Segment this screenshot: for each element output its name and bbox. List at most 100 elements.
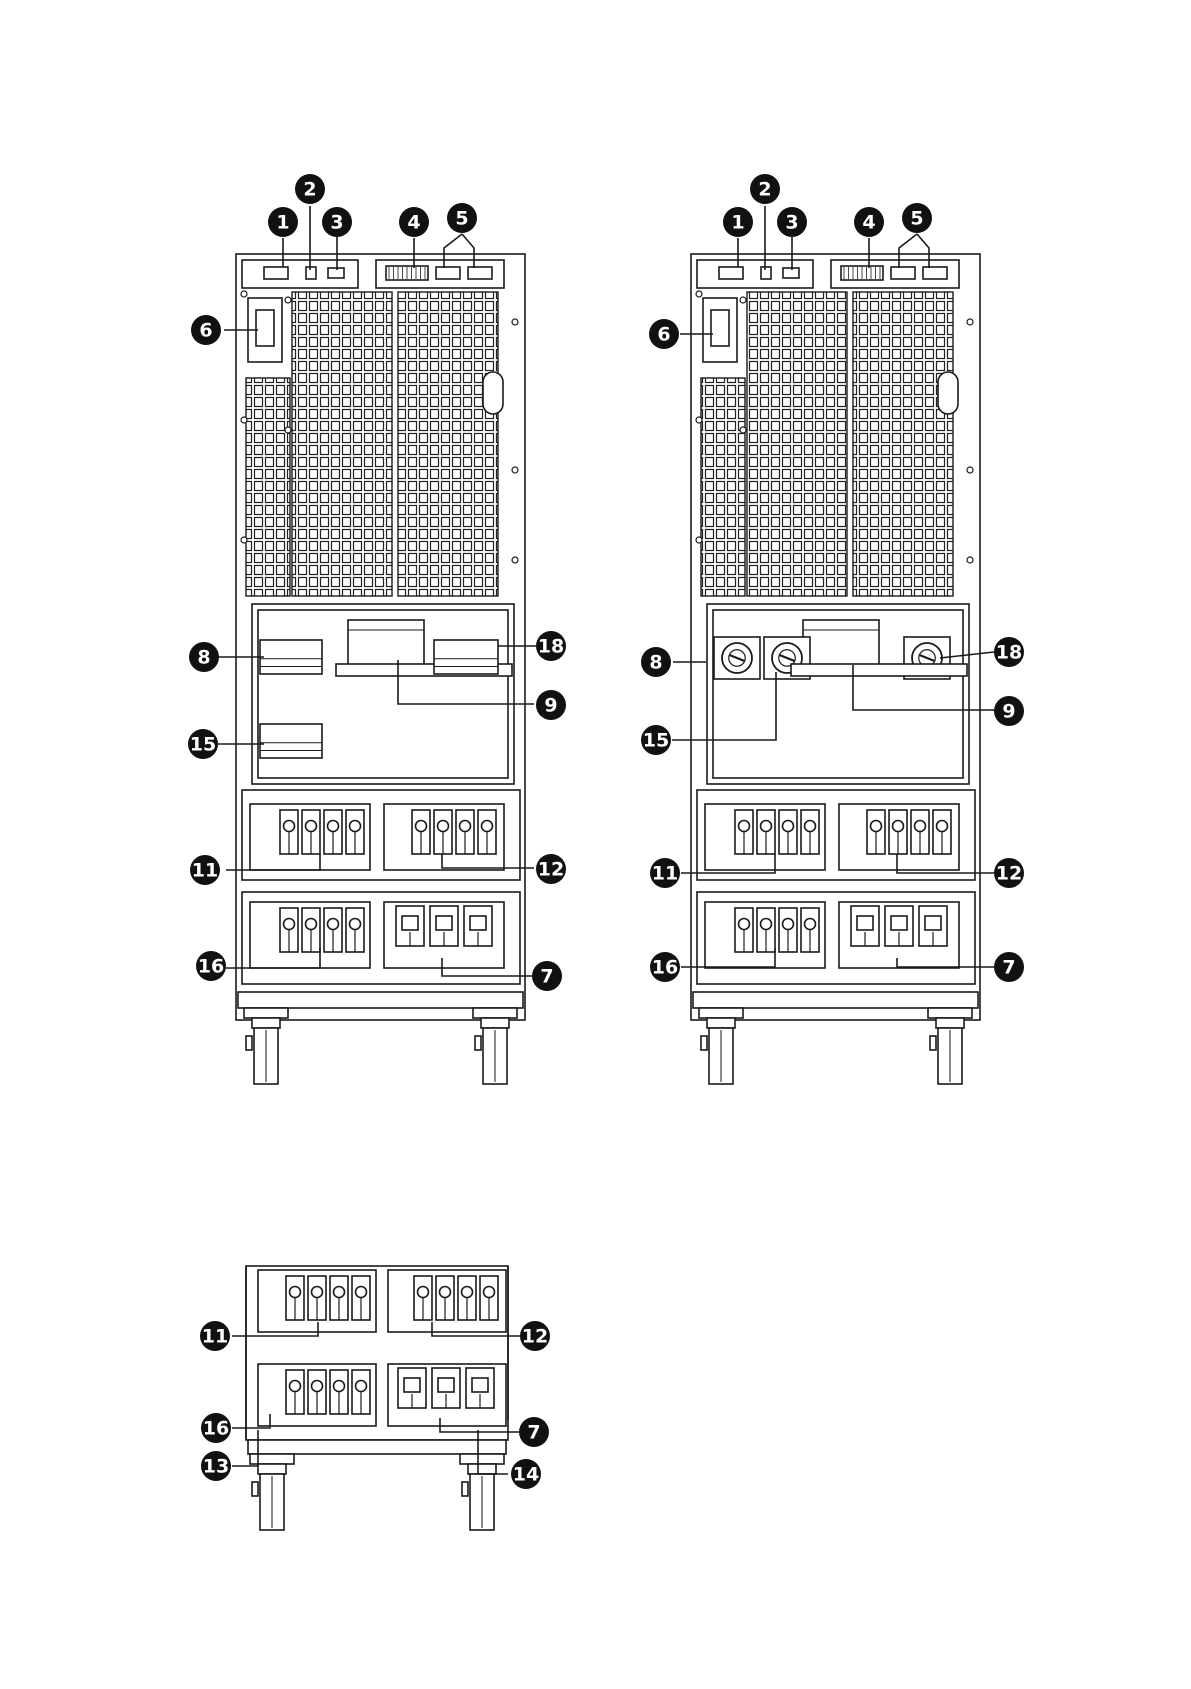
panel-screw (241, 417, 247, 423)
callout-number: 15 (643, 730, 669, 752)
callout-number: 11 (202, 1326, 228, 1348)
terminal-screw (937, 821, 948, 832)
callout-number: 16 (203, 1418, 229, 1440)
callout-badge: 18 (536, 631, 566, 661)
parallel-card-port (891, 267, 915, 279)
callout-number: 1 (276, 212, 289, 234)
vent-grille (292, 292, 392, 596)
terminal-screw (284, 821, 295, 832)
caster-mount (473, 1008, 517, 1018)
callout-number: 12 (538, 859, 564, 881)
callout-number: 3 (785, 212, 798, 234)
cabinet-base (248, 1440, 506, 1454)
usb-port (306, 267, 316, 279)
serial-port-db9 (264, 267, 288, 279)
terminal-screw (805, 821, 816, 832)
parallel-port (328, 268, 344, 278)
callout-badge: 16 (196, 951, 226, 981)
terminal-screw (805, 919, 816, 930)
callout-badge: 12 (536, 854, 566, 884)
terminal-screw (306, 919, 317, 930)
callout-badge: 12 (520, 1321, 550, 1351)
terminal-screw (312, 1287, 323, 1298)
snmp-slot-cover (711, 310, 729, 346)
terminal-screw (893, 821, 904, 832)
terminal-screw (290, 1381, 301, 1392)
panel-screw (285, 297, 291, 303)
callout-badge: 16 (650, 952, 680, 982)
caster-swivel (707, 1018, 735, 1028)
panel-screw (967, 467, 973, 473)
panel-screw (740, 297, 746, 303)
panel-screw (696, 291, 702, 297)
callout-badge: 5 (447, 203, 477, 233)
parallel-port (783, 268, 799, 278)
callout-badge: 18 (994, 637, 1024, 667)
figure-terminal-detail: 11 12 16 7 13 14 (200, 1266, 550, 1530)
circuit-breaker (434, 640, 498, 674)
caster-swivel (936, 1018, 964, 1028)
panel-screw (740, 427, 746, 433)
cabinet-base (238, 992, 523, 1008)
callout-number: 7 (527, 1422, 540, 1444)
callout-number: 6 (657, 324, 670, 346)
terminal-clamp (470, 916, 486, 930)
terminal-screw (871, 821, 882, 832)
rotary-switch (714, 637, 760, 679)
terminal-screw (328, 919, 339, 930)
vent-grille (747, 292, 847, 596)
serial-port-db9 (719, 267, 743, 279)
caster-brake (475, 1036, 481, 1050)
terminal-block (396, 906, 492, 946)
caster-swivel (258, 1464, 286, 1474)
terminal-screw (356, 1381, 367, 1392)
cabinet-base (693, 992, 978, 1008)
callout-number: 14 (513, 1464, 539, 1486)
terminal-screw (284, 919, 295, 930)
callout-number: 5 (910, 208, 923, 230)
callout-badge: 11 (190, 855, 220, 885)
callout-number: 8 (649, 652, 662, 674)
panel-screw (696, 537, 702, 543)
callout-number: 2 (758, 179, 771, 201)
terminal-screw (438, 821, 449, 832)
terminal-screw (739, 919, 750, 930)
terminal-screw (328, 821, 339, 832)
terminal-screw (460, 821, 471, 832)
callout-badge: 8 (189, 642, 219, 672)
breaker-rail (791, 664, 967, 676)
callout-badge: 1 (268, 207, 298, 237)
callout-badge: 1 (723, 207, 753, 237)
callout-badge: 5 (902, 203, 932, 233)
caster-swivel (481, 1018, 509, 1028)
callout-badge: 7 (994, 952, 1024, 982)
terminal-clamp (857, 916, 873, 930)
callout-badge: 9 (536, 690, 566, 720)
callout-badge: 2 (295, 174, 325, 204)
terminal-screw (418, 1287, 429, 1298)
caster-brake (701, 1036, 707, 1050)
breaker-body (260, 724, 322, 758)
panel-screw (967, 319, 973, 325)
terminal-clamp (925, 916, 941, 930)
terminal-screw (334, 1287, 345, 1298)
terminal-screw (334, 1381, 345, 1392)
callout-number: 9 (1002, 701, 1015, 723)
terminal-clamp (404, 1378, 420, 1392)
terminal-screw (306, 821, 317, 832)
breaker-body (260, 640, 322, 674)
terminal-screw (783, 821, 794, 832)
callout-badge: 11 (200, 1321, 230, 1351)
terminal-screw (312, 1381, 323, 1392)
caster-mount (699, 1008, 743, 1018)
terminal-screw (761, 919, 772, 930)
terminal-screw (739, 821, 750, 832)
callout-badge: 13 (201, 1451, 231, 1481)
terminal-screw (484, 1287, 495, 1298)
terminal-screw (761, 821, 772, 832)
snmp-slot-cover (256, 310, 274, 346)
callout-number: 9 (544, 695, 557, 717)
callout-number: 16 (198, 956, 224, 978)
callout-badge: 15 (188, 729, 218, 759)
